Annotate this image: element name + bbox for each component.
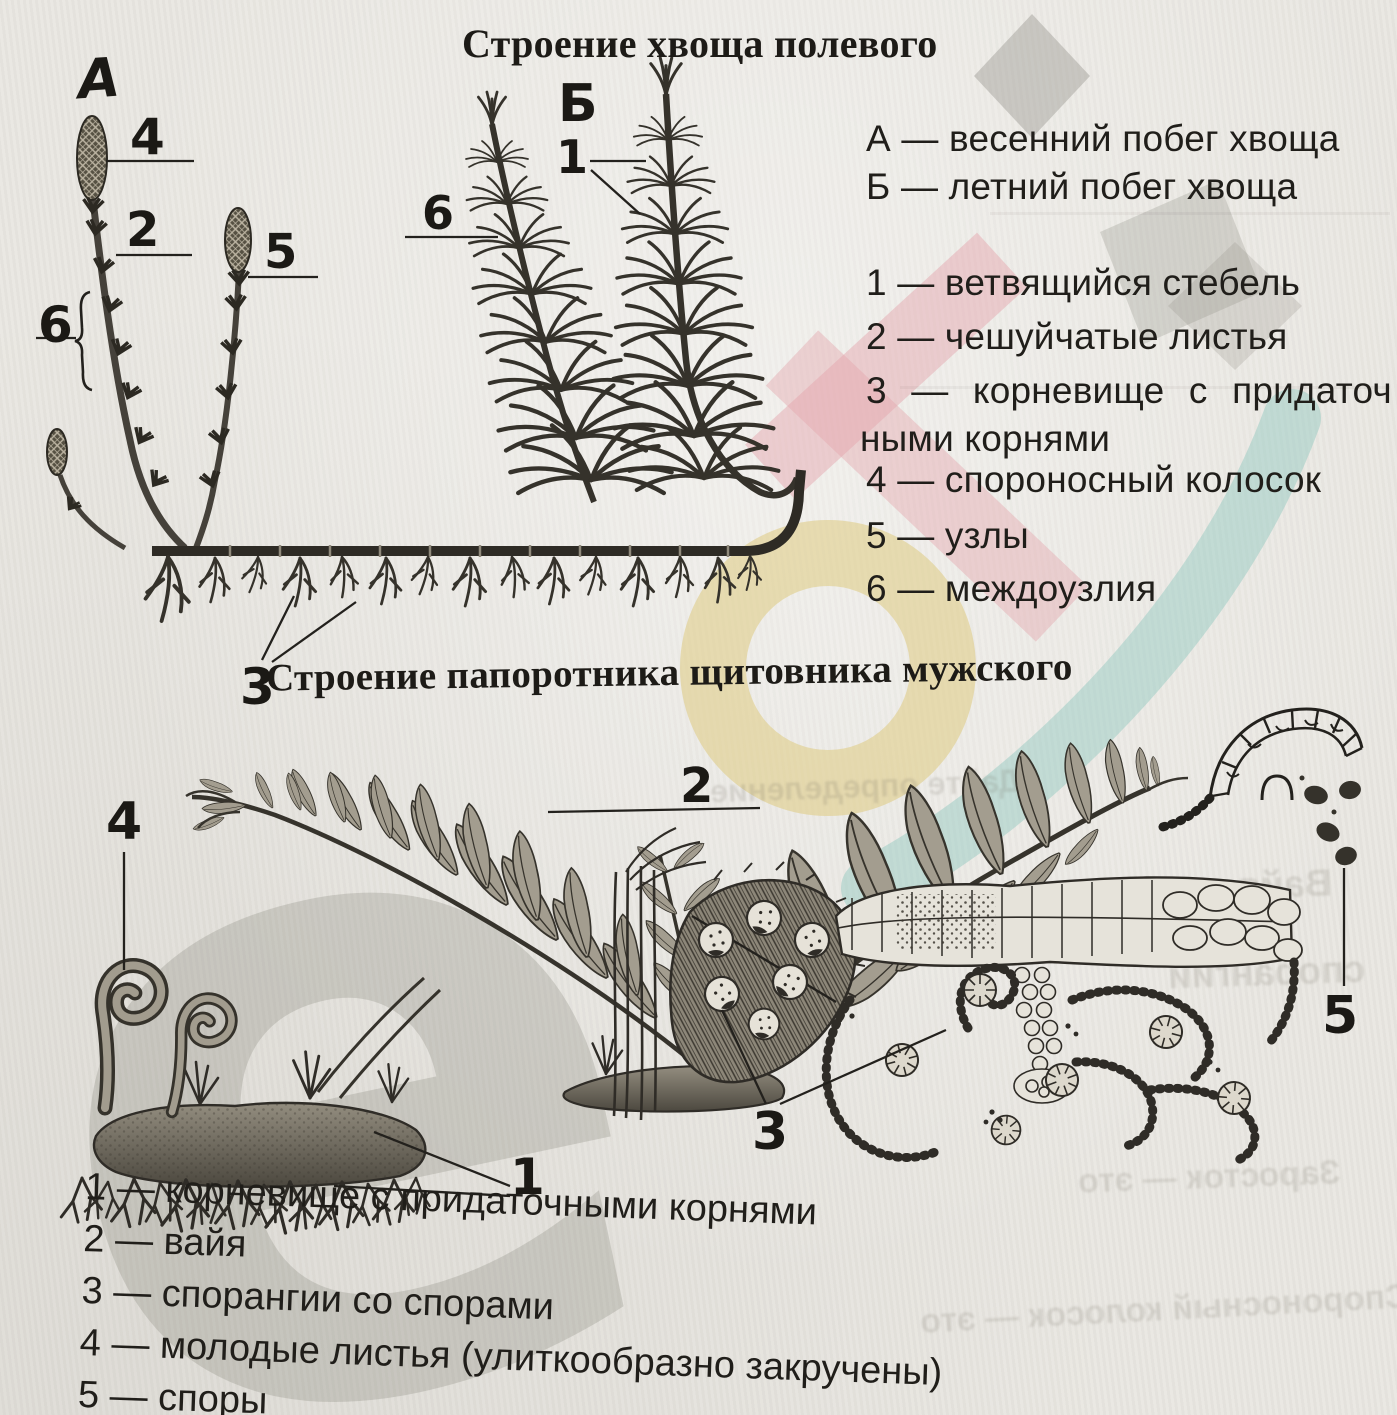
horsetail-legend-item-1: 1 — ветвящийся стебель: [866, 262, 1301, 303]
fern-open-sporangium-drawing: [1153, 707, 1364, 866]
figure1-title: Строение хвоща полевого: [462, 21, 938, 66]
watermark-pink-stroke1: [745, 232, 1027, 500]
watermark-gray-diamond: [974, 14, 1090, 138]
callout-6-internode-right: 6: [422, 186, 455, 240]
callout-letter-a: А: [75, 45, 122, 112]
callout-4-young-leaves: 4: [106, 792, 143, 852]
fern-rhizome-drawing: [59, 966, 786, 1235]
page-showthrough-line: [900, 386, 1390, 389]
callout-4-cone: 4: [130, 108, 165, 166]
callout-6-internode-left: 6: [38, 296, 73, 354]
figure2-leader-lines: [122, 806, 1346, 1198]
horsetail-rhizome-drawing: [143, 469, 806, 623]
figure1-leader-lines: [36, 159, 646, 663]
callout-2-scale-leaves: 2: [126, 202, 160, 258]
callout-1-branching-stem: 1: [556, 130, 589, 184]
watermark-gray-diamond2: [1168, 242, 1302, 370]
callout-2-frond: 2: [680, 758, 714, 814]
page-showthrough-line: [990, 212, 1390, 215]
horsetail-legend-item-5: 5 — узлы: [866, 515, 1029, 556]
callout-3-rhizome: 3: [240, 658, 275, 716]
horsetail-legend-letter-a: А — весенний побег хвоща: [866, 118, 1340, 159]
callout-5-nodes: 5: [264, 224, 298, 280]
fern-legend-item-2: 2 — вайя: [82, 1217, 248, 1266]
fern-cross-section-drawing: [821, 876, 1303, 1165]
watermark-pink-stroke2: [765, 330, 1089, 642]
summer-shoot-drawing: [465, 56, 801, 504]
horsetail-legend-item-3: 3 — корневище с придаточ: [866, 370, 1392, 411]
horsetail-legend-item-4: 4 — спороносный колосок: [866, 459, 1322, 500]
horsetail-legend-item-6: 6 — междоузлия: [866, 568, 1157, 609]
callout-5-spores: 5: [1322, 986, 1359, 1046]
callout-3-sporangia: 3: [752, 1102, 789, 1162]
horsetail-legend-item-2: 2 — чешуйчатые листья: [866, 316, 1288, 357]
horsetail-legend-item-3-cont: ными корнями: [860, 418, 1111, 459]
horsetail-legend-letter-b: Б — летний побег хвоща: [866, 166, 1298, 207]
callout-letter-b: Б: [558, 74, 598, 134]
watermark-gray-bar: [1100, 180, 1262, 344]
watermark-yellow-ring: [680, 520, 976, 816]
fern-legend-item-5: 5 — споры: [77, 1373, 269, 1415]
callout-1-fern-rhizome: 1: [510, 1148, 545, 1206]
fern-sporangia-leaf-drawing: [612, 826, 866, 1121]
spring-shoot-drawing: [46, 115, 252, 551]
